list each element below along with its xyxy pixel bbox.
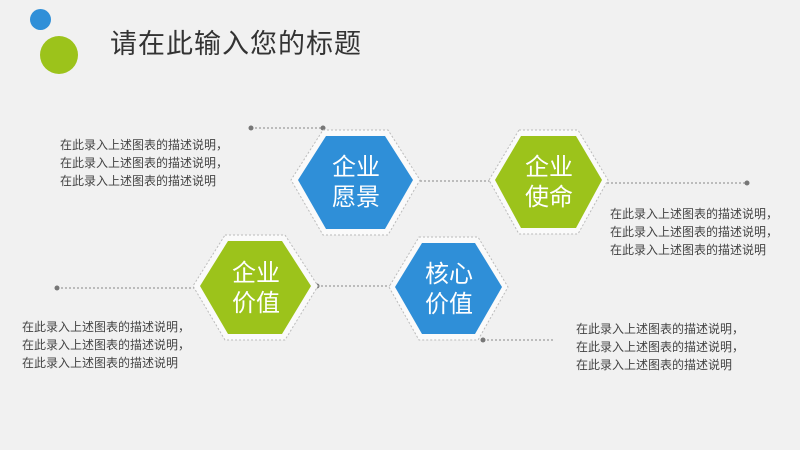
description-line: 在此录入上述图表的描述说明，: [22, 338, 191, 352]
description-line: 在此录入上述图表的描述说明: [22, 356, 179, 370]
description-line: 在此录入上述图表的描述说明，: [60, 156, 229, 170]
description-line: 在此录入上述图表的描述说明: [576, 358, 733, 372]
description-line: 在此录入上述图表的描述说明，: [60, 138, 229, 152]
description-line: 在此录入上述图表的描述说明: [60, 174, 217, 188]
hexagon-vision-line1: 企业: [332, 153, 380, 181]
decorative-green-dot: [40, 36, 78, 74]
hexagon-core: [395, 243, 502, 334]
description-line: 在此录入上述图表的描述说明，: [22, 320, 191, 334]
hexagon-vision-label: 企业 愿景: [326, 152, 386, 212]
description-line: 在此录入上述图表的描述说明，: [610, 207, 779, 221]
connector-dot: [54, 285, 60, 291]
hexagon-value-label: 企业 价值: [226, 258, 286, 318]
value-description: 在此录入上述图表的描述说明， 在此录入上述图表的描述说明， 在此录入上述图表的描…: [22, 318, 190, 372]
connector-dot: [480, 337, 486, 343]
description-line: 在此录入上述图表的描述说明，: [576, 322, 745, 336]
connector-dot: [248, 125, 254, 131]
hexagon-mission-line2: 使命: [525, 183, 573, 211]
core-value-line1: 核心: [425, 260, 473, 288]
hexagon-mission-line1: 企业: [525, 153, 573, 181]
hexagon-mission-label: 企业 使命: [519, 152, 579, 212]
hexagon-vision-line2: 愿景: [332, 183, 380, 211]
connector-dot: [320, 125, 326, 131]
hexagon-mission: [495, 136, 602, 228]
description-line: 在此录入上述图表的描述说明，: [610, 225, 779, 239]
description-line: 在此录入上述图表的描述说明: [610, 243, 767, 257]
core-description: 在此录入上述图表的描述说明， 在此录入上述图表的描述说明， 在此录入上述图表的描…: [576, 320, 744, 374]
decorative-blue-dot: [30, 9, 51, 30]
hexagon-value: [200, 241, 311, 334]
hexagon-value-line1: 企业: [232, 259, 280, 287]
vision-description: 在此录入上述图表的描述说明， 在此录入上述图表的描述说明， 在此录入上述图表的描…: [60, 136, 228, 190]
page-title: 请在此输入您的标题: [110, 29, 362, 60]
hexagon-value-line2: 价值: [232, 289, 280, 317]
connector-dot: [744, 180, 750, 186]
hexagon-vision: [298, 136, 413, 229]
description-line: 在此录入上述图表的描述说明，: [576, 340, 745, 354]
core-value-label: 核心 价值: [419, 259, 479, 319]
core-value-line2: 价值: [425, 290, 473, 318]
mission-description: 在此录入上述图表的描述说明， 在此录入上述图表的描述说明， 在此录入上述图表的描…: [610, 205, 778, 259]
